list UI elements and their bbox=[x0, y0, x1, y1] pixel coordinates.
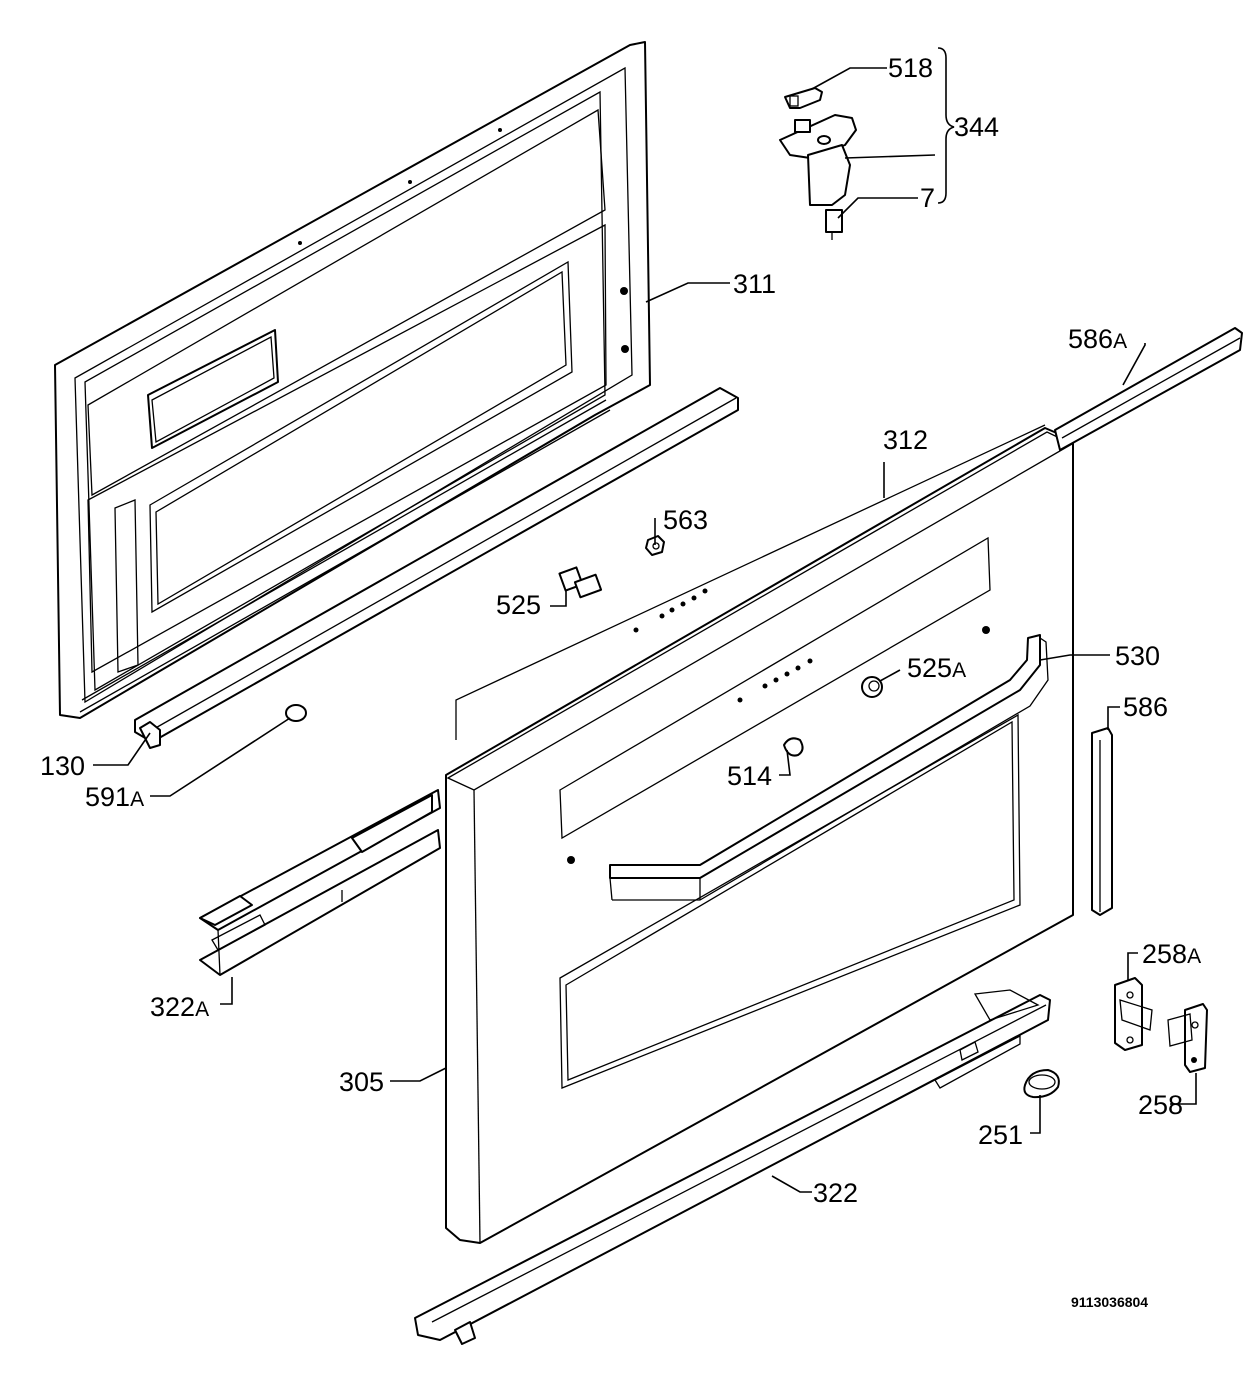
part-586-side-strip bbox=[1091, 727, 1113, 916]
callout-251: 251 bbox=[978, 1120, 1023, 1150]
part-258-bracket bbox=[1167, 1003, 1208, 1073]
part-258a-bracket bbox=[1114, 977, 1153, 1051]
part-563-nut bbox=[645, 535, 665, 556]
callout-530: 530 bbox=[1115, 641, 1160, 671]
part-322a-left-rail bbox=[199, 789, 441, 976]
part-591a-washer bbox=[285, 704, 307, 722]
callout-591a: 591A bbox=[85, 782, 144, 812]
callout-525a: 525A bbox=[907, 653, 966, 683]
part-7-lock-pin bbox=[825, 209, 843, 240]
callout-518: 518 bbox=[888, 53, 933, 83]
callout-258: 258 bbox=[1138, 1090, 1183, 1120]
callout-312: 312 bbox=[883, 425, 928, 455]
part-514-clip bbox=[783, 737, 804, 757]
part-586a-rod bbox=[1054, 327, 1243, 451]
part-525-screw bbox=[558, 566, 603, 599]
part-130-profile-strip bbox=[134, 387, 739, 749]
part-344-lock-body bbox=[779, 114, 857, 206]
part-322-bottom-rail bbox=[414, 989, 1051, 1345]
callout-525: 525 bbox=[496, 590, 541, 620]
callout-labels: 518 344 7 311 586A 312 563 525 525A 530 … bbox=[40, 53, 1201, 1208]
part-311-inner-door-frame bbox=[54, 41, 651, 719]
callout-311: 311 bbox=[733, 269, 776, 299]
callout-344: 344 bbox=[954, 112, 999, 142]
callout-305: 305 bbox=[339, 1067, 384, 1097]
indicator-row-lower bbox=[737, 658, 813, 703]
part-530-door-handle bbox=[609, 634, 1049, 901]
callout-563: 563 bbox=[663, 505, 708, 535]
part-518-latch-clip bbox=[784, 87, 823, 109]
leader-lines bbox=[93, 47, 1197, 1193]
callout-586: 586 bbox=[1123, 692, 1168, 722]
callout-322: 322 bbox=[813, 1178, 858, 1208]
part-251-pad bbox=[1023, 1069, 1060, 1099]
callout-258a: 258A bbox=[1142, 939, 1201, 969]
callout-322a: 322A bbox=[150, 992, 209, 1022]
callout-514: 514 bbox=[727, 761, 772, 791]
diagram-code: 9113036804 bbox=[1071, 1294, 1148, 1310]
callout-130: 130 bbox=[40, 751, 85, 781]
indicator-row-upper bbox=[633, 588, 708, 633]
part-525a-knob bbox=[861, 676, 883, 698]
callout-586a: 586A bbox=[1068, 324, 1127, 354]
callout-7: 7 bbox=[920, 183, 935, 213]
